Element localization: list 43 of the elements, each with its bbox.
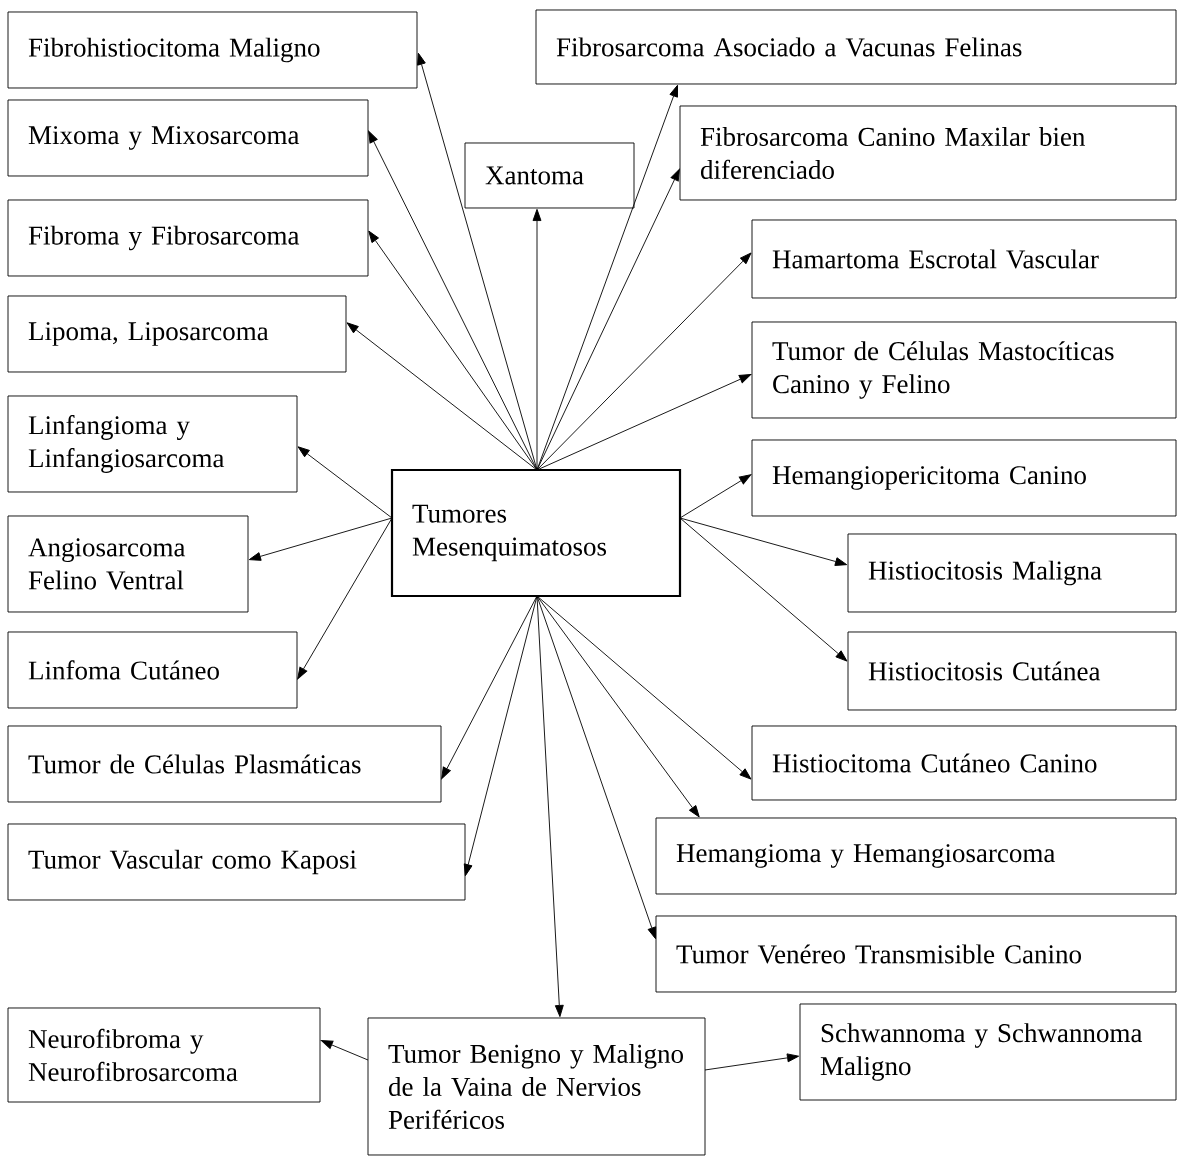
- tumor-box: Tumor Vascular como Kaposi: [7, 823, 466, 901]
- tumor-box: Tumor de Células Mastocíticas Canino y Felino: [751, 321, 1177, 419]
- arrow: [536, 168, 680, 471]
- arrow: [679, 517, 848, 662]
- tumor-box: Neurofibroma y Neurofibrosarcoma: [7, 1007, 321, 1103]
- arrow: [536, 595, 700, 818]
- tumor-box: Histiocitosis Cutánea: [847, 631, 1177, 711]
- arrow: [704, 1053, 800, 1071]
- arrow: [679, 474, 752, 519]
- tumor-box: Fibroma y Fibrosarcoma: [7, 199, 369, 277]
- tumor-box: Xantoma: [464, 142, 635, 209]
- arrow: [368, 230, 538, 471]
- arrow: [248, 517, 393, 561]
- arrow: [297, 517, 393, 680]
- tumor-box: Fibrosarcoma Canino Maxilar bien diferenciado: [679, 105, 1177, 201]
- tumor-box: Linfangioma y Linfangiosarcoma: [7, 395, 298, 493]
- tumor-box: Hemangiopericitoma Canino: [751, 439, 1177, 517]
- arrow: [536, 595, 752, 780]
- tumor-box: Hamartoma Escrotal Vascular: [751, 219, 1177, 299]
- tumor-box: Lipoma, Liposarcoma: [7, 295, 347, 373]
- arrow: [346, 322, 538, 471]
- tumor-box: Angiosarcoma Felino Ventral: [7, 515, 249, 613]
- arrow: [536, 252, 752, 471]
- arrow: [320, 1040, 369, 1061]
- tumor-box: Histiocitosis Maligna: [847, 533, 1177, 613]
- tumor-box: Fibrosarcoma Asociado a Vacunas Felinas: [535, 9, 1177, 85]
- arrow: [532, 208, 542, 471]
- tumor-box: Tumor de Células Plasmáticas: [7, 725, 442, 803]
- arrow: [297, 446, 393, 519]
- tumor-box: Mixoma y Mixosarcoma: [7, 99, 369, 177]
- arrow: [536, 374, 752, 471]
- central-box: Tumores Mesenquimatosos: [390, 468, 682, 598]
- arrow: [536, 595, 657, 940]
- arrow: [441, 595, 538, 780]
- arrow: [536, 595, 564, 1018]
- arrow: [679, 517, 848, 566]
- tumor-box: Schwannoma y Schwannoma Maligno: [799, 1003, 1177, 1101]
- tumor-box: Tumor Benigno y Maligno de la Vaina de Nervios Periféricos: [367, 1017, 706, 1156]
- tumor-box: Tumor Venéreo Transmisible Canino: [655, 915, 1177, 993]
- tumor-box: Linfoma Cutáneo: [7, 631, 298, 709]
- tumor-box: Histiocitoma Cutáneo Canino: [751, 725, 1177, 801]
- tumor-box: Hemangioma y Hemangiosarcoma: [655, 817, 1177, 895]
- tumor-box: Fibrohistiocitoma Maligno: [7, 11, 418, 89]
